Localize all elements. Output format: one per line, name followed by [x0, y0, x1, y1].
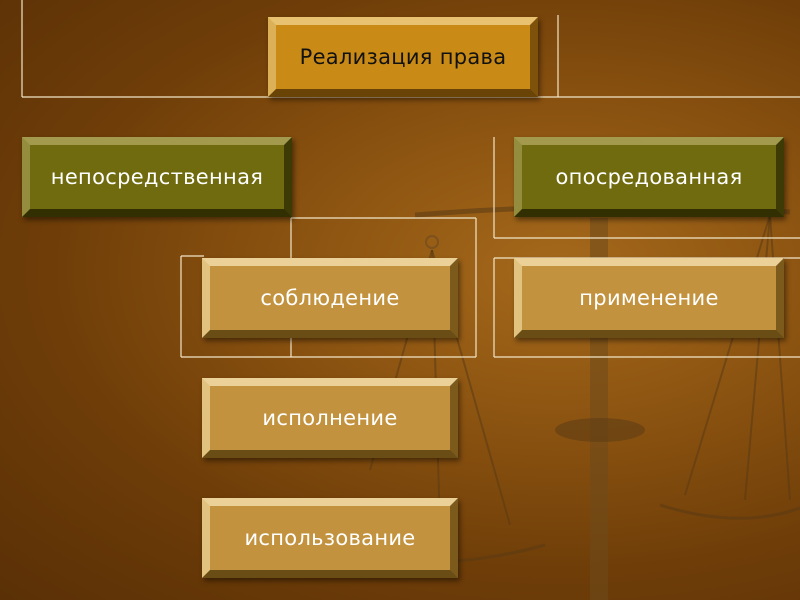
branch-node-mediated: опосредованная: [514, 137, 784, 217]
root-node: Реализация права: [268, 17, 538, 97]
branch-node-direct: непосредственная: [22, 137, 292, 217]
leaf-node-use: использование: [202, 498, 458, 578]
leaf-node-observance: соблюдение: [202, 258, 458, 338]
leaf-node-execution: исполнение: [202, 378, 458, 458]
leaf-node-application: применение: [514, 258, 784, 338]
